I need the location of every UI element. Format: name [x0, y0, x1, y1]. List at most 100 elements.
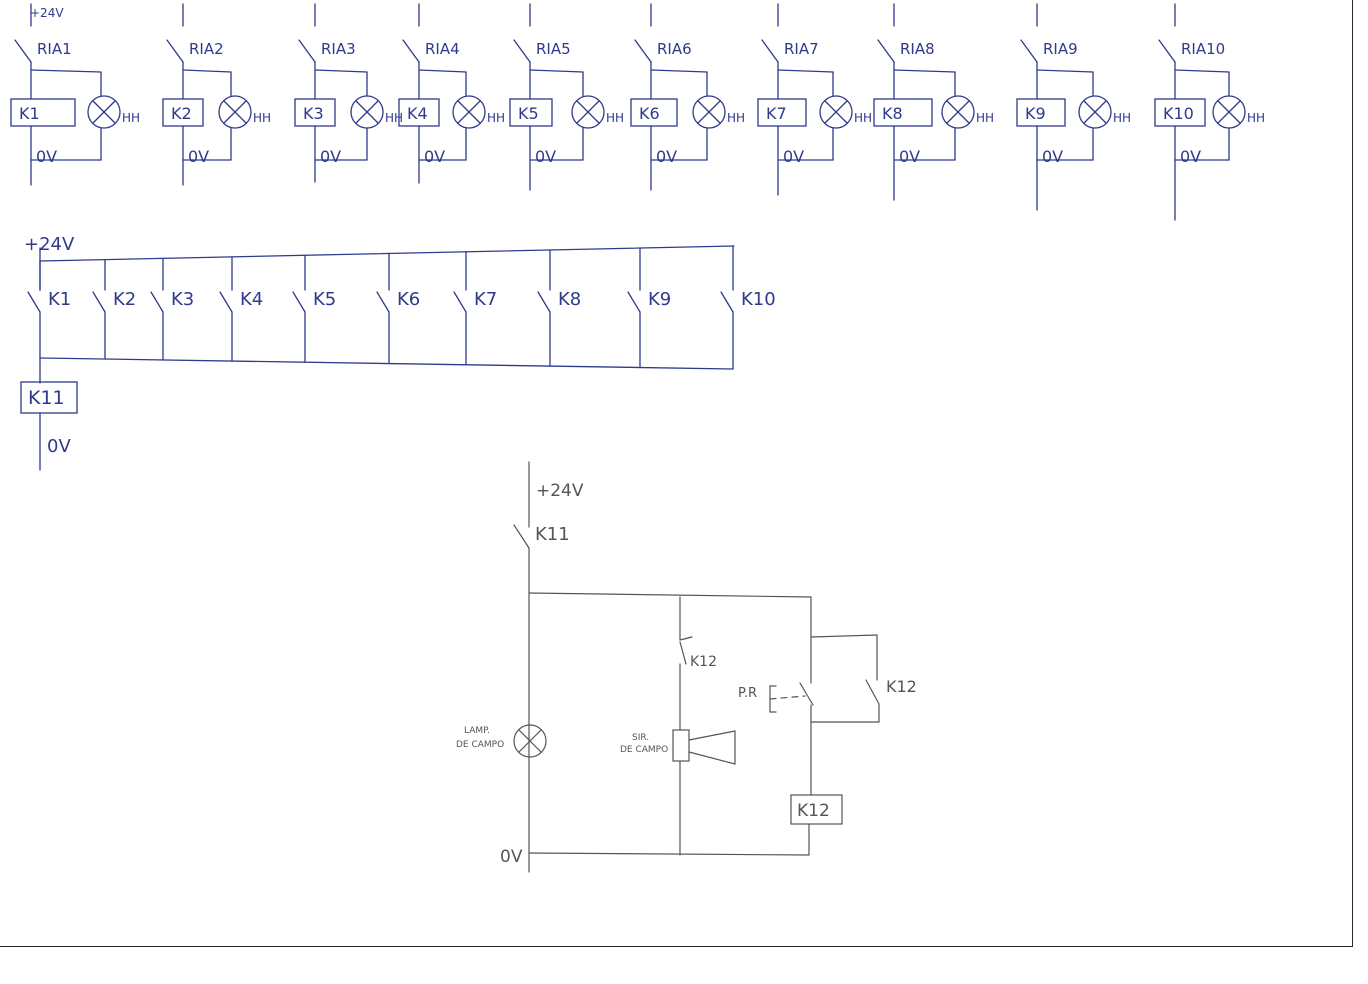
k11-coil-label: K11 [28, 387, 65, 409]
lamp-top-wire [777, 69, 834, 73]
ground-label: 0V [656, 147, 677, 166]
relay-coil-label: K7 [766, 104, 787, 123]
ground-label: 0V [1180, 147, 1201, 166]
contact-blade [376, 291, 390, 313]
ria-contact-blade [402, 39, 420, 63]
middle-contact-k5: K5 [292, 254, 336, 363]
lamp-suffix-label: HH [1113, 111, 1131, 125]
alarm-ground-label: 0V [500, 847, 523, 867]
ria-contact-blade [1020, 39, 1038, 63]
middle-contact-label: K5 [313, 289, 336, 310]
middle-contact-k10: K10 [720, 245, 776, 370]
ria-contact-blade [877, 39, 895, 63]
k12-nc-blade [679, 641, 687, 665]
lamp-suffix-label: HH [253, 111, 271, 125]
ground-label: 0V [36, 147, 57, 166]
k12-hold-blade [865, 679, 880, 705]
lamp-top-wire [30, 69, 102, 73]
field-siren [672, 729, 736, 765]
alarm-bottom-bus [528, 852, 810, 856]
lamp-top-wire [182, 69, 232, 73]
middle-supply-label: +24V [24, 234, 75, 255]
indicator-lamp-icon [452, 95, 486, 129]
field-siren-label-1: SIR. [632, 733, 649, 743]
relay-coil-box [873, 98, 933, 127]
relay-coil-label: K10 [1163, 104, 1194, 123]
hold-top-wire [810, 634, 878, 638]
ground-label: 0V [535, 147, 556, 166]
ground-label: 0V [899, 147, 920, 166]
ria-contact-blade [513, 39, 531, 63]
k12-coil-box [790, 794, 843, 825]
indicator-lamp-icon [941, 95, 975, 129]
field-lamp-label-1: LAMP. [464, 726, 490, 736]
lamp-suffix-label: HH [854, 111, 872, 125]
relay-coil-label: K9 [1025, 104, 1046, 123]
lamp-suffix-label: HH [122, 111, 140, 125]
pushbutton-label: P.R [738, 686, 757, 701]
indicator-lamp-icon [819, 95, 853, 129]
middle-contact-k4: K4 [219, 256, 263, 362]
middle-contact-label: K10 [741, 289, 776, 310]
ria-contact-label: RIA3 [321, 40, 356, 58]
ground-label: 0V [320, 147, 341, 166]
indicator-lamp-icon [1078, 95, 1112, 129]
middle-contact-k3: K3 [150, 257, 194, 361]
middle-contact-k7: K7 [453, 251, 497, 366]
middle-ground-label: 0V [47, 436, 71, 457]
ria-contact-blade [761, 39, 779, 63]
k12-coil-label: K12 [797, 801, 830, 821]
k11-contact-label: K11 [535, 524, 570, 545]
indicator-lamp-icon [1212, 95, 1246, 129]
contact-blade [453, 291, 467, 313]
ria-contact-label: RIA6 [657, 40, 692, 58]
pushbutton-blade [799, 682, 814, 706]
ground-label: 0V [188, 147, 209, 166]
middle-contact-label: K8 [558, 289, 581, 310]
ria-contact-label: RIA9 [1043, 40, 1078, 58]
ria-contact-label: RIA8 [900, 40, 935, 58]
middle-contact-label: K3 [171, 289, 194, 310]
lamp-suffix-label: HH [976, 111, 994, 125]
ria-contact-label: RIA2 [189, 40, 224, 58]
middle-contact-k2: K2 [92, 258, 136, 360]
lamp-top-wire [1036, 69, 1094, 73]
ground-label: 0V [783, 147, 804, 166]
contact-blade [292, 291, 306, 313]
field-lamp-label-2: DE CAMPO [456, 740, 504, 750]
lamp-suffix-label: HH [487, 111, 505, 125]
alarm-supply-label: +24V [536, 481, 584, 501]
top-supply-label: +24V [30, 6, 64, 20]
contact-blade [537, 291, 551, 313]
k11-coil-box [20, 381, 78, 414]
lamp-top-wire [418, 69, 467, 73]
middle-top-bus [39, 245, 735, 262]
relay-coil-label: K6 [639, 104, 660, 123]
indicator-lamp-icon [87, 95, 121, 129]
contact-blade [720, 291, 734, 313]
lamp-top-wire [529, 69, 584, 73]
middle-contact-k1: K1 [27, 260, 71, 359]
relay-coil-box [509, 98, 553, 127]
indicator-lamp-icon [571, 95, 605, 129]
lamp-suffix-label: HH [727, 111, 745, 125]
k12-hold-label: K12 [886, 677, 917, 696]
contact-blade [627, 291, 641, 313]
ria-contact-blade [298, 39, 316, 63]
relay-coil-label: K4 [407, 104, 428, 123]
lamp-suffix-label: HH [606, 111, 624, 125]
ria-contact-label: RIA5 [536, 40, 571, 58]
ria-contact-label: RIA1 [37, 40, 72, 58]
field-lamp [513, 724, 547, 758]
ria-contact-blade [634, 39, 652, 63]
alarm-circuit: +24V K11 0V LAMP. DE CAMPO K12 [456, 461, 917, 873]
